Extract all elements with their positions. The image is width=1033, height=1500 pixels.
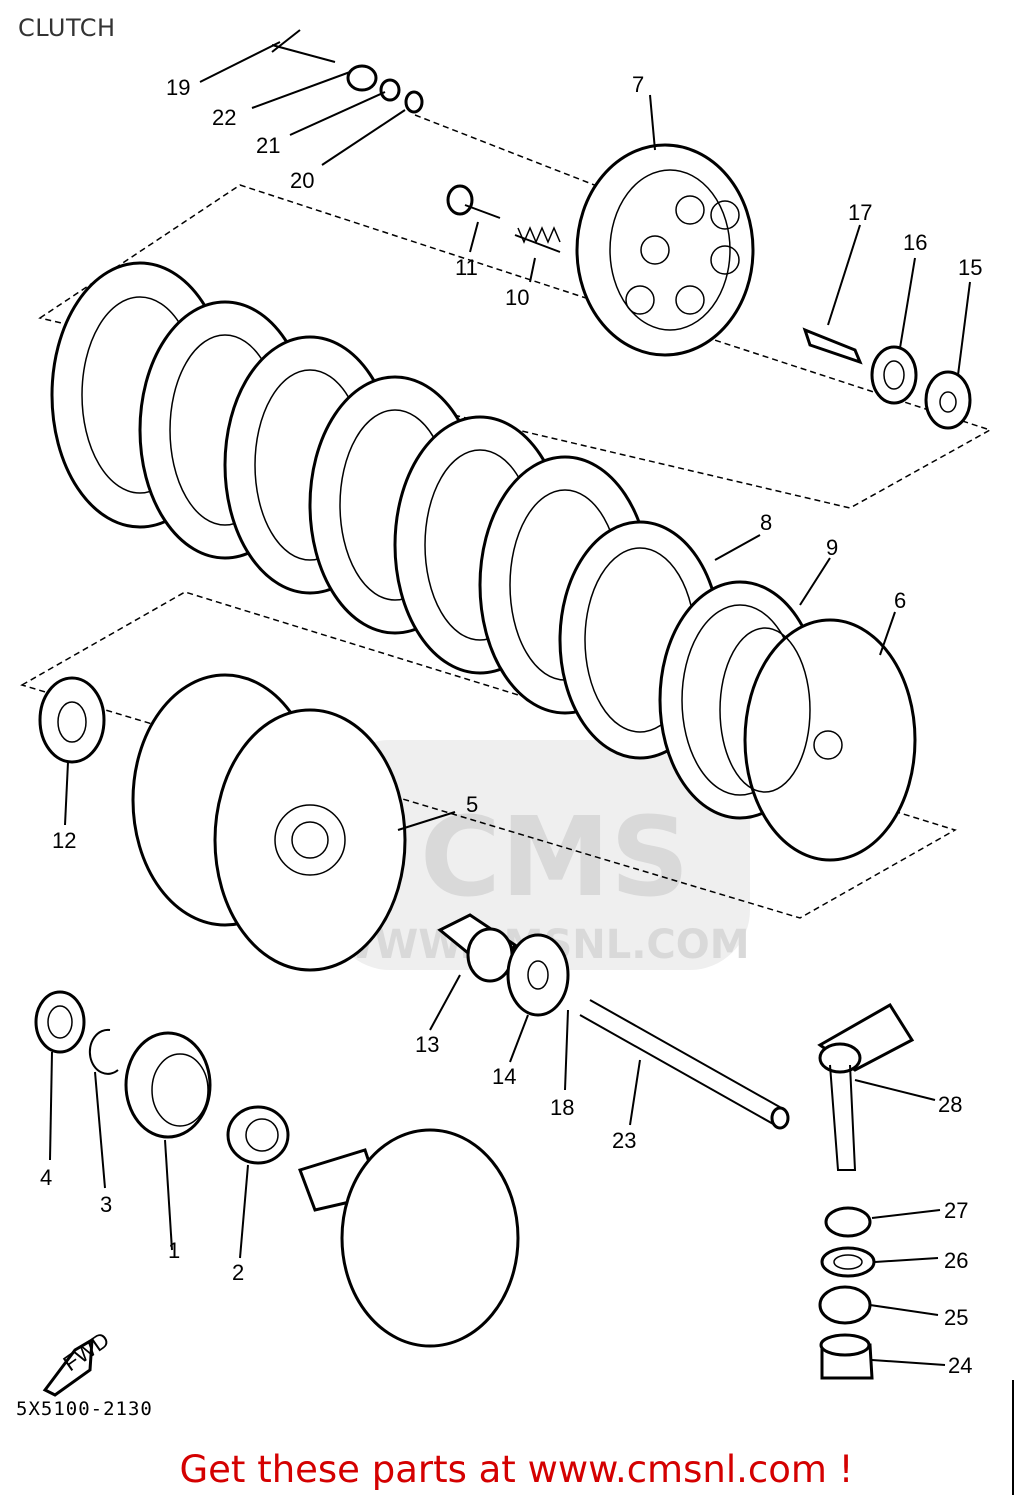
callout-6: 6 bbox=[894, 588, 906, 613]
washer bbox=[38, 676, 106, 764]
callout-5: 5 bbox=[466, 792, 478, 817]
callout-labels: 19 22 21 20 7 11 10 17 16 15 8 9 6 12 5 … bbox=[40, 72, 982, 1378]
callout-9: 9 bbox=[826, 535, 838, 560]
callout-11: 11 bbox=[455, 255, 478, 280]
diagram-title: CLUTCH bbox=[18, 14, 116, 42]
diagram-part-number: 5X5100-2130 bbox=[16, 1398, 153, 1420]
watermark-brand: CMS bbox=[420, 793, 689, 921]
callout-7: 7 bbox=[632, 72, 644, 97]
callout-17: 17 bbox=[848, 200, 872, 225]
callout-1: 1 bbox=[168, 1238, 180, 1263]
callout-27: 27 bbox=[944, 1198, 968, 1223]
push-rod bbox=[579, 999, 790, 1130]
promo-link[interactable]: Get these parts at www.cmsnl.com ! bbox=[179, 1448, 854, 1491]
callout-10: 10 bbox=[505, 285, 529, 310]
callout-23: 23 bbox=[612, 1128, 636, 1153]
collar-washer bbox=[437, 913, 570, 1017]
adjust-bolt bbox=[271, 29, 424, 114]
push-lever-assembly bbox=[817, 1002, 915, 1380]
callout-24: 24 bbox=[948, 1353, 972, 1378]
callout-22: 22 bbox=[212, 105, 236, 130]
callout-12: 12 bbox=[52, 828, 76, 853]
callout-14: 14 bbox=[492, 1064, 516, 1089]
callout-19: 19 bbox=[166, 75, 190, 100]
crankshaft bbox=[298, 1128, 520, 1348]
callout-2: 2 bbox=[232, 1260, 244, 1285]
callout-4: 4 bbox=[40, 1165, 52, 1190]
callout-15: 15 bbox=[958, 255, 982, 280]
pressure-plate bbox=[575, 143, 755, 357]
fwd-arrow-icon: FWD bbox=[42, 1327, 114, 1397]
leader-lines bbox=[49, 41, 971, 1366]
callout-20: 20 bbox=[290, 168, 314, 193]
spring-screw bbox=[446, 184, 561, 253]
push-rod-bearing bbox=[802, 327, 972, 430]
callout-26: 26 bbox=[944, 1248, 968, 1273]
callout-28: 28 bbox=[938, 1092, 962, 1117]
callout-18: 18 bbox=[550, 1095, 574, 1120]
callout-13: 13 bbox=[415, 1032, 439, 1057]
clutch-boss bbox=[719, 618, 917, 862]
callout-25: 25 bbox=[944, 1305, 968, 1330]
primary-drive-gear bbox=[34, 990, 290, 1165]
lower-assembly-outline bbox=[20, 591, 957, 919]
watermark: CMS WWW.CMSNL.COM bbox=[330, 740, 750, 970]
callout-16: 16 bbox=[903, 230, 927, 255]
upper-assembly-outline bbox=[38, 184, 992, 509]
callout-21: 21 bbox=[256, 133, 280, 158]
callout-3: 3 bbox=[100, 1192, 112, 1217]
callout-8: 8 bbox=[760, 510, 772, 535]
clutch-plates bbox=[50, 261, 822, 820]
clutch-housing bbox=[131, 673, 407, 972]
